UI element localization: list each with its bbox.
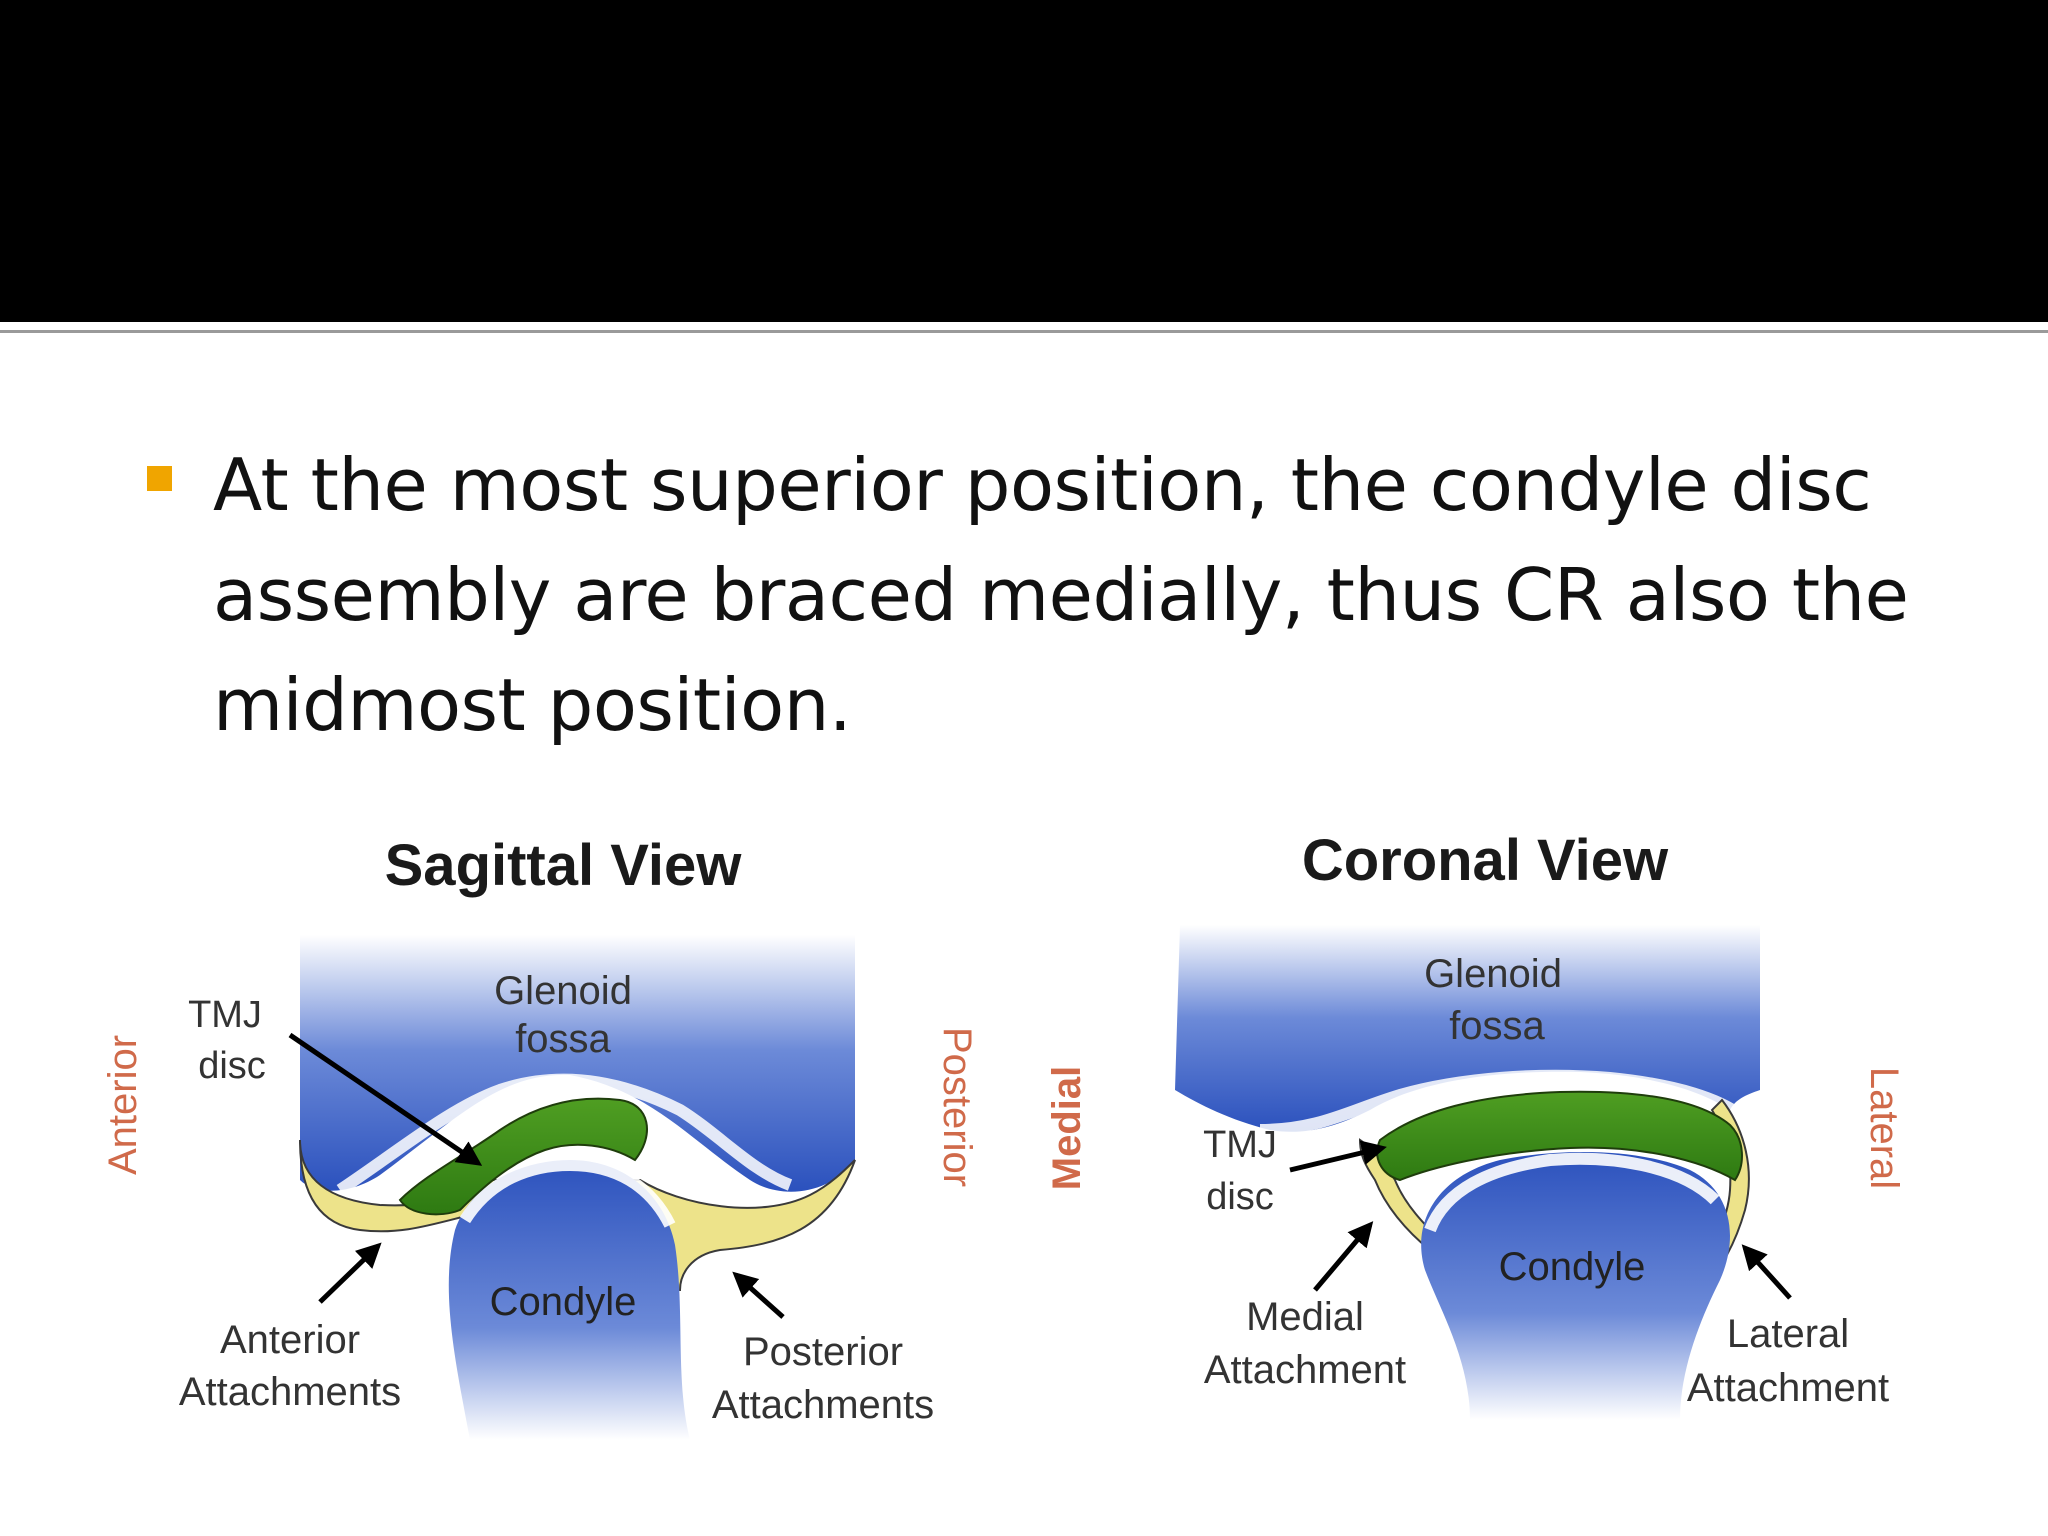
bullet-text: At the most superior position, the condy… bbox=[213, 443, 1909, 747]
sagittal-anterior-label-2: Attachments bbox=[179, 1370, 401, 1414]
title-bar bbox=[0, 0, 2048, 322]
title-divider bbox=[0, 322, 2048, 328]
sagittal-fossa-label-2: fossa bbox=[515, 1017, 611, 1061]
sagittal-disc-shape bbox=[398, 1097, 648, 1216]
sagittal-anterior-label-1: Anterior bbox=[220, 1318, 360, 1362]
coronal-fossa-cartilage bbox=[1259, 1069, 1744, 1136]
coronal-lateral-label-1: Lateral bbox=[1727, 1312, 1849, 1356]
sagittal-disc-label-1: TMJ bbox=[188, 994, 262, 1036]
coronal-lateral-direction: Lateral bbox=[1862, 1067, 1906, 1189]
coronal-medial-arrow bbox=[1313, 1221, 1374, 1292]
sagittal-condyle-label: Condyle bbox=[490, 1280, 637, 1324]
sagittal-posterior-label-1: Posterior bbox=[743, 1330, 903, 1374]
coronal-condyle-shape bbox=[1421, 1151, 1730, 1420]
coronal-glenoid-fossa-shape bbox=[1175, 925, 1760, 1132]
coronal-disc-shape bbox=[1376, 1090, 1743, 1182]
sagittal-fossa-label-1: Glenoid bbox=[494, 969, 632, 1013]
coronal-medial-label-2: Attachment bbox=[1204, 1348, 1406, 1392]
coronal-medial-direction: Medial bbox=[1045, 1066, 1089, 1190]
bullet-icon bbox=[147, 466, 172, 491]
sagittal-fossa-cartilage bbox=[336, 1073, 793, 1195]
coronal-medial-label-1: Medial bbox=[1246, 1295, 1364, 1339]
coronal-disc-arrow bbox=[1289, 1140, 1387, 1173]
sagittal-condyle-shape bbox=[448, 1160, 690, 1440]
sagittal-title: Sagittal View bbox=[385, 833, 743, 898]
sagittal-disc-arrow bbox=[288, 1032, 483, 1166]
coronal-fossa-label-1: Glenoid bbox=[1424, 952, 1562, 996]
coronal-condyle-cartilage bbox=[1424, 1152, 1720, 1233]
sagittal-posterior-arrow bbox=[732, 1271, 785, 1319]
coronal-condyle-label: Condyle bbox=[1499, 1245, 1646, 1289]
title-divider-shadow bbox=[0, 330, 2048, 333]
sagittal-anterior-arrow bbox=[318, 1242, 382, 1304]
coronal-disc-label-2: disc bbox=[1206, 1176, 1274, 1218]
sagittal-posterior-direction: Posterior bbox=[935, 1027, 979, 1187]
sagittal-condyle-cartilage bbox=[459, 1158, 676, 1228]
coronal-title: Coronal View bbox=[1302, 828, 1669, 893]
coronal-lateral-label-2: Attachment bbox=[1687, 1366, 1889, 1410]
sagittal-anterior-direction: Anterior bbox=[101, 1035, 145, 1175]
coronal-disc-label-1: TMJ bbox=[1203, 1124, 1277, 1166]
coronal-lateral-arrow bbox=[1741, 1244, 1792, 1300]
coronal-view: Coronal View Glenoid fossa TMJ disc Cond… bbox=[1045, 828, 1906, 1420]
sagittal-posterior-label-2: Attachments bbox=[712, 1383, 934, 1427]
sagittal-view: Sagittal View Glenoid fossa TMJ disc Con… bbox=[101, 833, 979, 1440]
sagittal-disc-label-2: disc bbox=[198, 1045, 266, 1087]
coronal-fossa-label-2: fossa bbox=[1449, 1004, 1545, 1048]
